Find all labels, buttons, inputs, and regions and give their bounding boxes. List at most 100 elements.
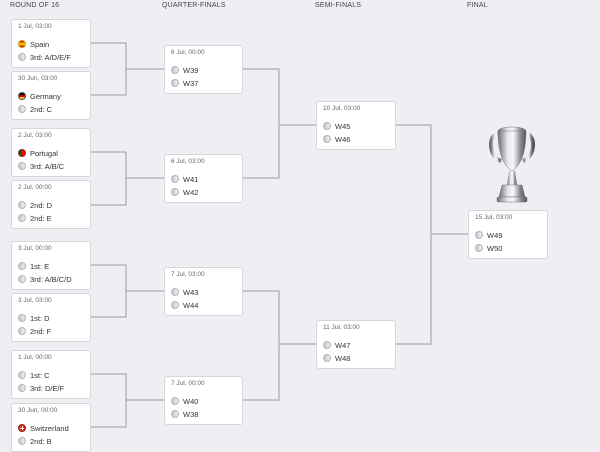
team-row-away[interactable]: 2nd: C <box>18 104 52 114</box>
team-flag-icon <box>18 40 26 48</box>
match-date: 2 Jul, 00:00 <box>18 184 52 191</box>
team-flag-icon <box>323 122 331 130</box>
team-row-home[interactable]: 1st: C <box>18 370 50 380</box>
team-flag-icon <box>18 149 26 157</box>
team-name: W39 <box>183 65 199 75</box>
match-date: 1 Jul, 00:00 <box>18 354 52 361</box>
match-date: 6 Jul, 03:00 <box>171 158 205 165</box>
team-row-away[interactable]: W44 <box>171 300 198 310</box>
team-name: 1st: E <box>30 261 50 271</box>
match-date: 1 Jul, 03:00 <box>18 23 52 30</box>
team-row-away[interactable]: 3rd: A/D/E/F <box>18 52 71 62</box>
team-row-away[interactable]: 3rd: A/B/C/D <box>18 274 72 284</box>
team-row-home[interactable]: W45 <box>323 121 350 131</box>
team-row-away[interactable]: W50 <box>475 243 502 253</box>
team-flag-icon <box>18 105 26 113</box>
team-name: 3rd: A/D/E/F <box>30 52 71 62</box>
team-flag-icon <box>18 437 26 445</box>
team-flag-icon <box>323 341 331 349</box>
team-flag-icon <box>18 92 26 100</box>
team-row-home[interactable]: Switzerland <box>18 423 69 433</box>
team-row-away[interactable]: 2nd: F <box>18 326 51 336</box>
team-row-away[interactable]: 3rd: A/B/C <box>18 161 64 171</box>
team-name: 3rd: D/E/F <box>30 383 65 393</box>
team-flag-icon <box>171 188 179 196</box>
match-date: 10 Jul, 03:00 <box>323 105 361 112</box>
stage-title-final: FINAL <box>467 2 488 9</box>
team-flag-icon <box>475 244 483 252</box>
team-name: W38 <box>183 409 199 419</box>
team-flag-icon <box>171 410 179 418</box>
match-date: 3 Jul, 03:00 <box>18 297 52 304</box>
team-flag-icon <box>18 275 26 283</box>
team-flag-icon <box>18 327 26 335</box>
match-date: 30 Jun, 03:00 <box>18 75 58 82</box>
team-row-home[interactable]: Portugal <box>18 148 58 158</box>
team-flag-icon <box>18 201 26 209</box>
team-name: W46 <box>335 134 351 144</box>
team-row-away[interactable]: W48 <box>323 353 350 363</box>
match-card-round-of-16-4[interactable]: 2 Jul, 00:00 2nd: D 2nd: E <box>11 180 91 229</box>
team-name: W41 <box>183 174 199 184</box>
team-flag-icon <box>18 53 26 61</box>
team-flag-icon <box>18 162 26 170</box>
team-name: W45 <box>335 121 351 131</box>
team-row-away[interactable]: W46 <box>323 134 350 144</box>
match-card-round-of-16-6[interactable]: 3 Jul, 03:00 1st: D 2nd: F <box>11 293 91 342</box>
team-row-home[interactable]: W47 <box>323 340 350 350</box>
team-row-away[interactable]: 2nd: B <box>18 436 52 446</box>
team-name: 2nd: C <box>30 104 53 114</box>
team-flag-icon <box>323 135 331 143</box>
team-row-home[interactable]: Spain <box>18 39 49 49</box>
team-flag-icon <box>18 214 26 222</box>
team-row-home[interactable]: W39 <box>171 65 198 75</box>
team-row-home[interactable]: W49 <box>475 230 502 240</box>
team-flag-icon <box>171 175 179 183</box>
match-card-round-of-16-7[interactable]: 1 Jul, 00:00 1st: C 3rd: D/E/F <box>11 350 91 399</box>
team-flag-icon <box>18 371 26 379</box>
match-date: 11 Jul, 03:00 <box>323 324 360 331</box>
trophy-icon <box>489 126 535 203</box>
team-flag-icon <box>171 397 179 405</box>
team-flag-icon <box>171 79 179 87</box>
team-row-away[interactable]: W42 <box>171 187 198 197</box>
team-row-away[interactable]: W37 <box>171 78 198 88</box>
team-name: W44 <box>183 300 199 310</box>
team-name: W49 <box>487 230 503 240</box>
team-row-away[interactable]: W38 <box>171 409 198 419</box>
team-row-away[interactable]: 3rd: D/E/F <box>18 383 64 393</box>
team-flag-icon <box>171 66 179 74</box>
match-date: 30 Jun, 00:00 <box>18 407 58 414</box>
team-row-home[interactable]: 2nd: D <box>18 200 52 210</box>
stage-title-quarter-finals: QUARTER-FINALS <box>162 2 226 9</box>
team-row-home[interactable]: W43 <box>171 287 198 297</box>
team-flag-icon <box>475 231 483 239</box>
team-name: Switzerland <box>30 423 69 433</box>
team-flag-icon <box>18 262 26 270</box>
match-date: 2 Jul, 03:00 <box>18 132 52 139</box>
match-date: 7 Jul, 00:00 <box>171 380 205 387</box>
team-row-away[interactable]: 2nd: E <box>18 213 52 223</box>
team-row-home[interactable]: Germany <box>18 91 61 101</box>
match-date: 7 Jul, 03:00 <box>171 271 205 278</box>
team-row-home[interactable]: W41 <box>171 174 198 184</box>
team-name: W48 <box>335 353 351 363</box>
match-date: 6 Jul, 00:00 <box>171 49 205 56</box>
team-row-home[interactable]: W40 <box>171 396 198 406</box>
team-flag-icon <box>323 354 331 362</box>
team-name: 2nd: E <box>30 213 52 223</box>
team-row-home[interactable]: 1st: E <box>18 261 49 271</box>
team-row-home[interactable]: 1st: D <box>18 313 50 323</box>
